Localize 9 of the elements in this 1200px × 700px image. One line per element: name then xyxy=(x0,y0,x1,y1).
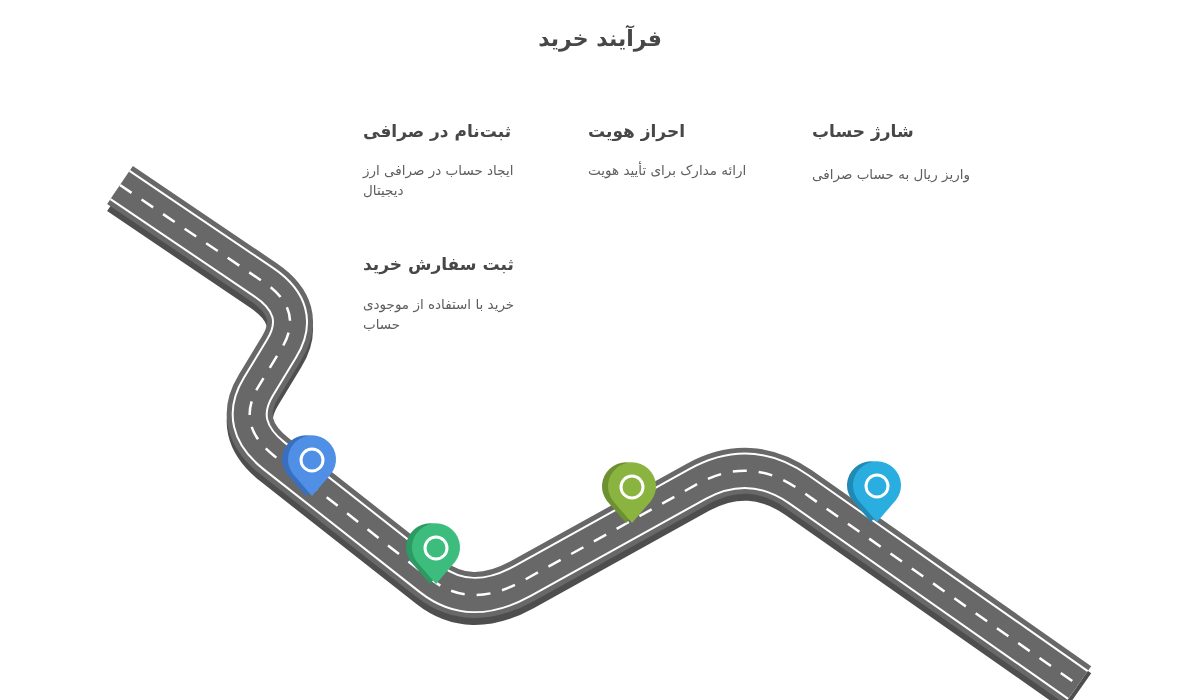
step-heading: ثبت سفارش خرید xyxy=(363,254,514,274)
step-description: واریز ریال به حساب صرافی xyxy=(812,165,971,185)
step-heading: شارژ حساب xyxy=(812,121,914,141)
step-description: ایجاد حساب در صرافی ارز دیجیتال xyxy=(363,161,515,201)
step-description: خرید با استفاده از موجودی حساب xyxy=(363,295,516,335)
step-heading: ثبت‌نام در صرافی xyxy=(363,121,512,141)
step-heading: احراز هویت xyxy=(588,121,685,141)
step-description: ارائه مدارک برای تأیید هویت xyxy=(588,160,748,181)
title: فرآیند خرید xyxy=(538,26,662,51)
